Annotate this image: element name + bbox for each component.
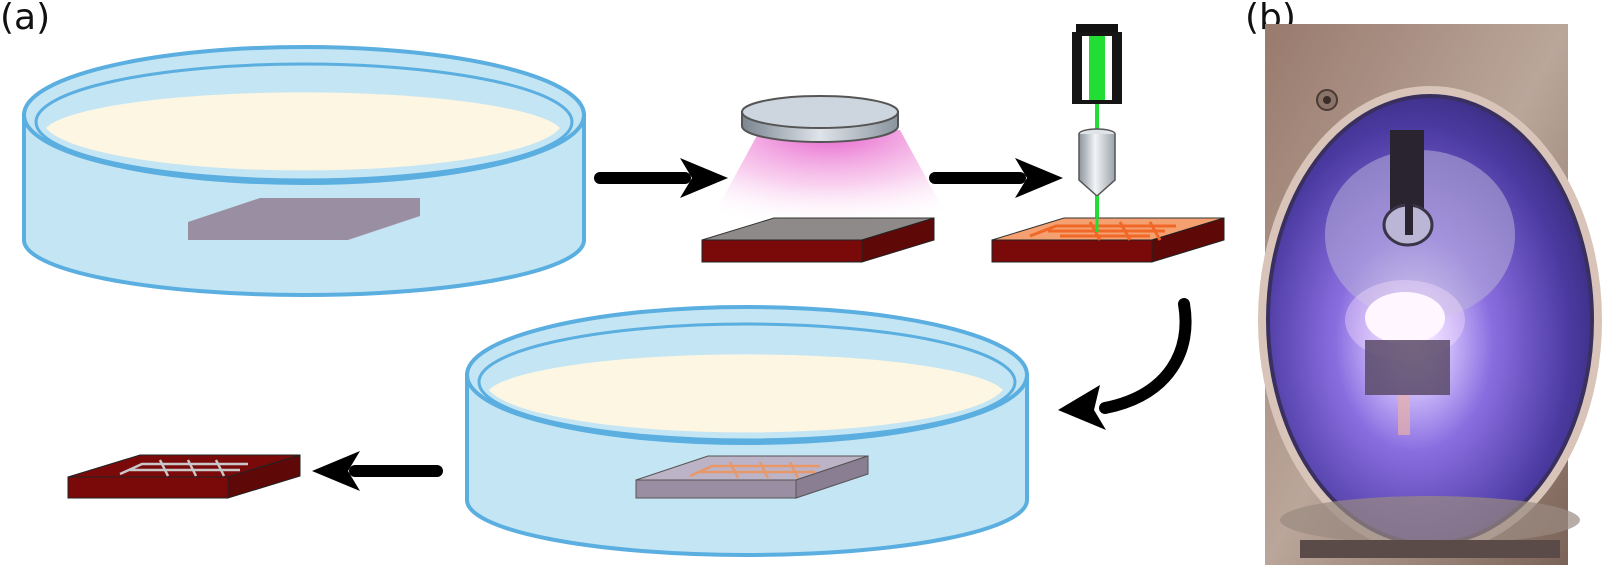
objective-lens-icon bbox=[1078, 128, 1116, 198]
plasma-lamp-icon bbox=[741, 95, 899, 143]
arrow-left-icon bbox=[312, 451, 443, 491]
substrate-plate-1 bbox=[701, 217, 935, 263]
immersion-dish-2 bbox=[465, 305, 1029, 557]
plasma-treatment-step bbox=[700, 95, 960, 263]
panel-label-a: (a) bbox=[0, 0, 51, 38]
arrow-right-icon bbox=[929, 158, 1063, 198]
substrate-submerged-patterned bbox=[635, 455, 869, 499]
laser-head-icon bbox=[1072, 24, 1122, 104]
laser-writing-step bbox=[991, 24, 1225, 263]
written-pattern bbox=[1029, 221, 1176, 241]
final-substrate bbox=[67, 454, 301, 499]
arrow-right-icon bbox=[594, 158, 728, 198]
substrate-submerged bbox=[188, 198, 420, 240]
curved-arrow-icon bbox=[1058, 298, 1192, 430]
plasma-chamber-photo bbox=[1258, 24, 1602, 565]
substrate-plate-2 bbox=[991, 196, 1225, 263]
immersion-dish-1 bbox=[22, 45, 586, 297]
